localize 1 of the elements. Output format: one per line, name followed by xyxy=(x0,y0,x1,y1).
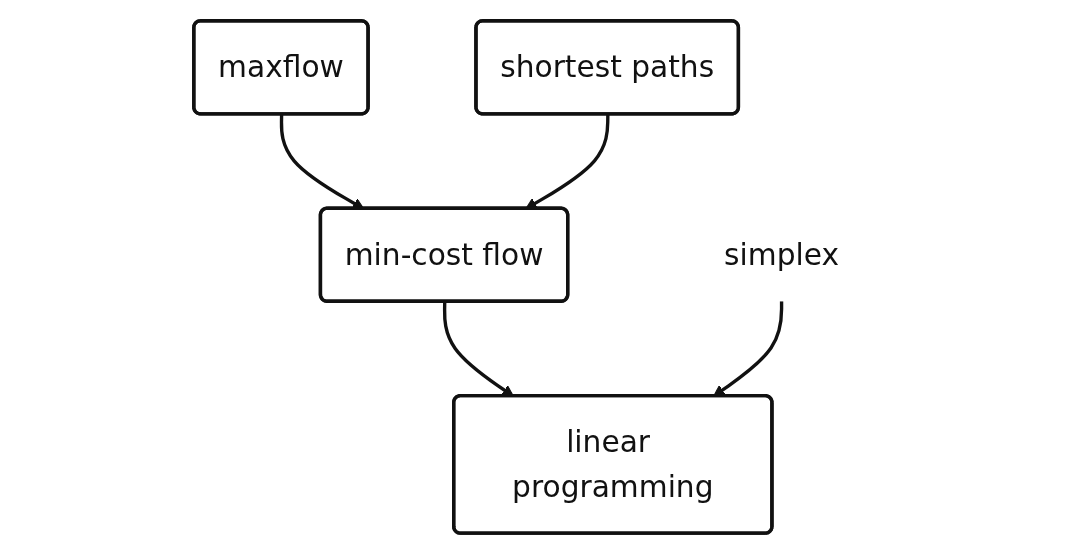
node-text: simplex xyxy=(723,237,839,272)
